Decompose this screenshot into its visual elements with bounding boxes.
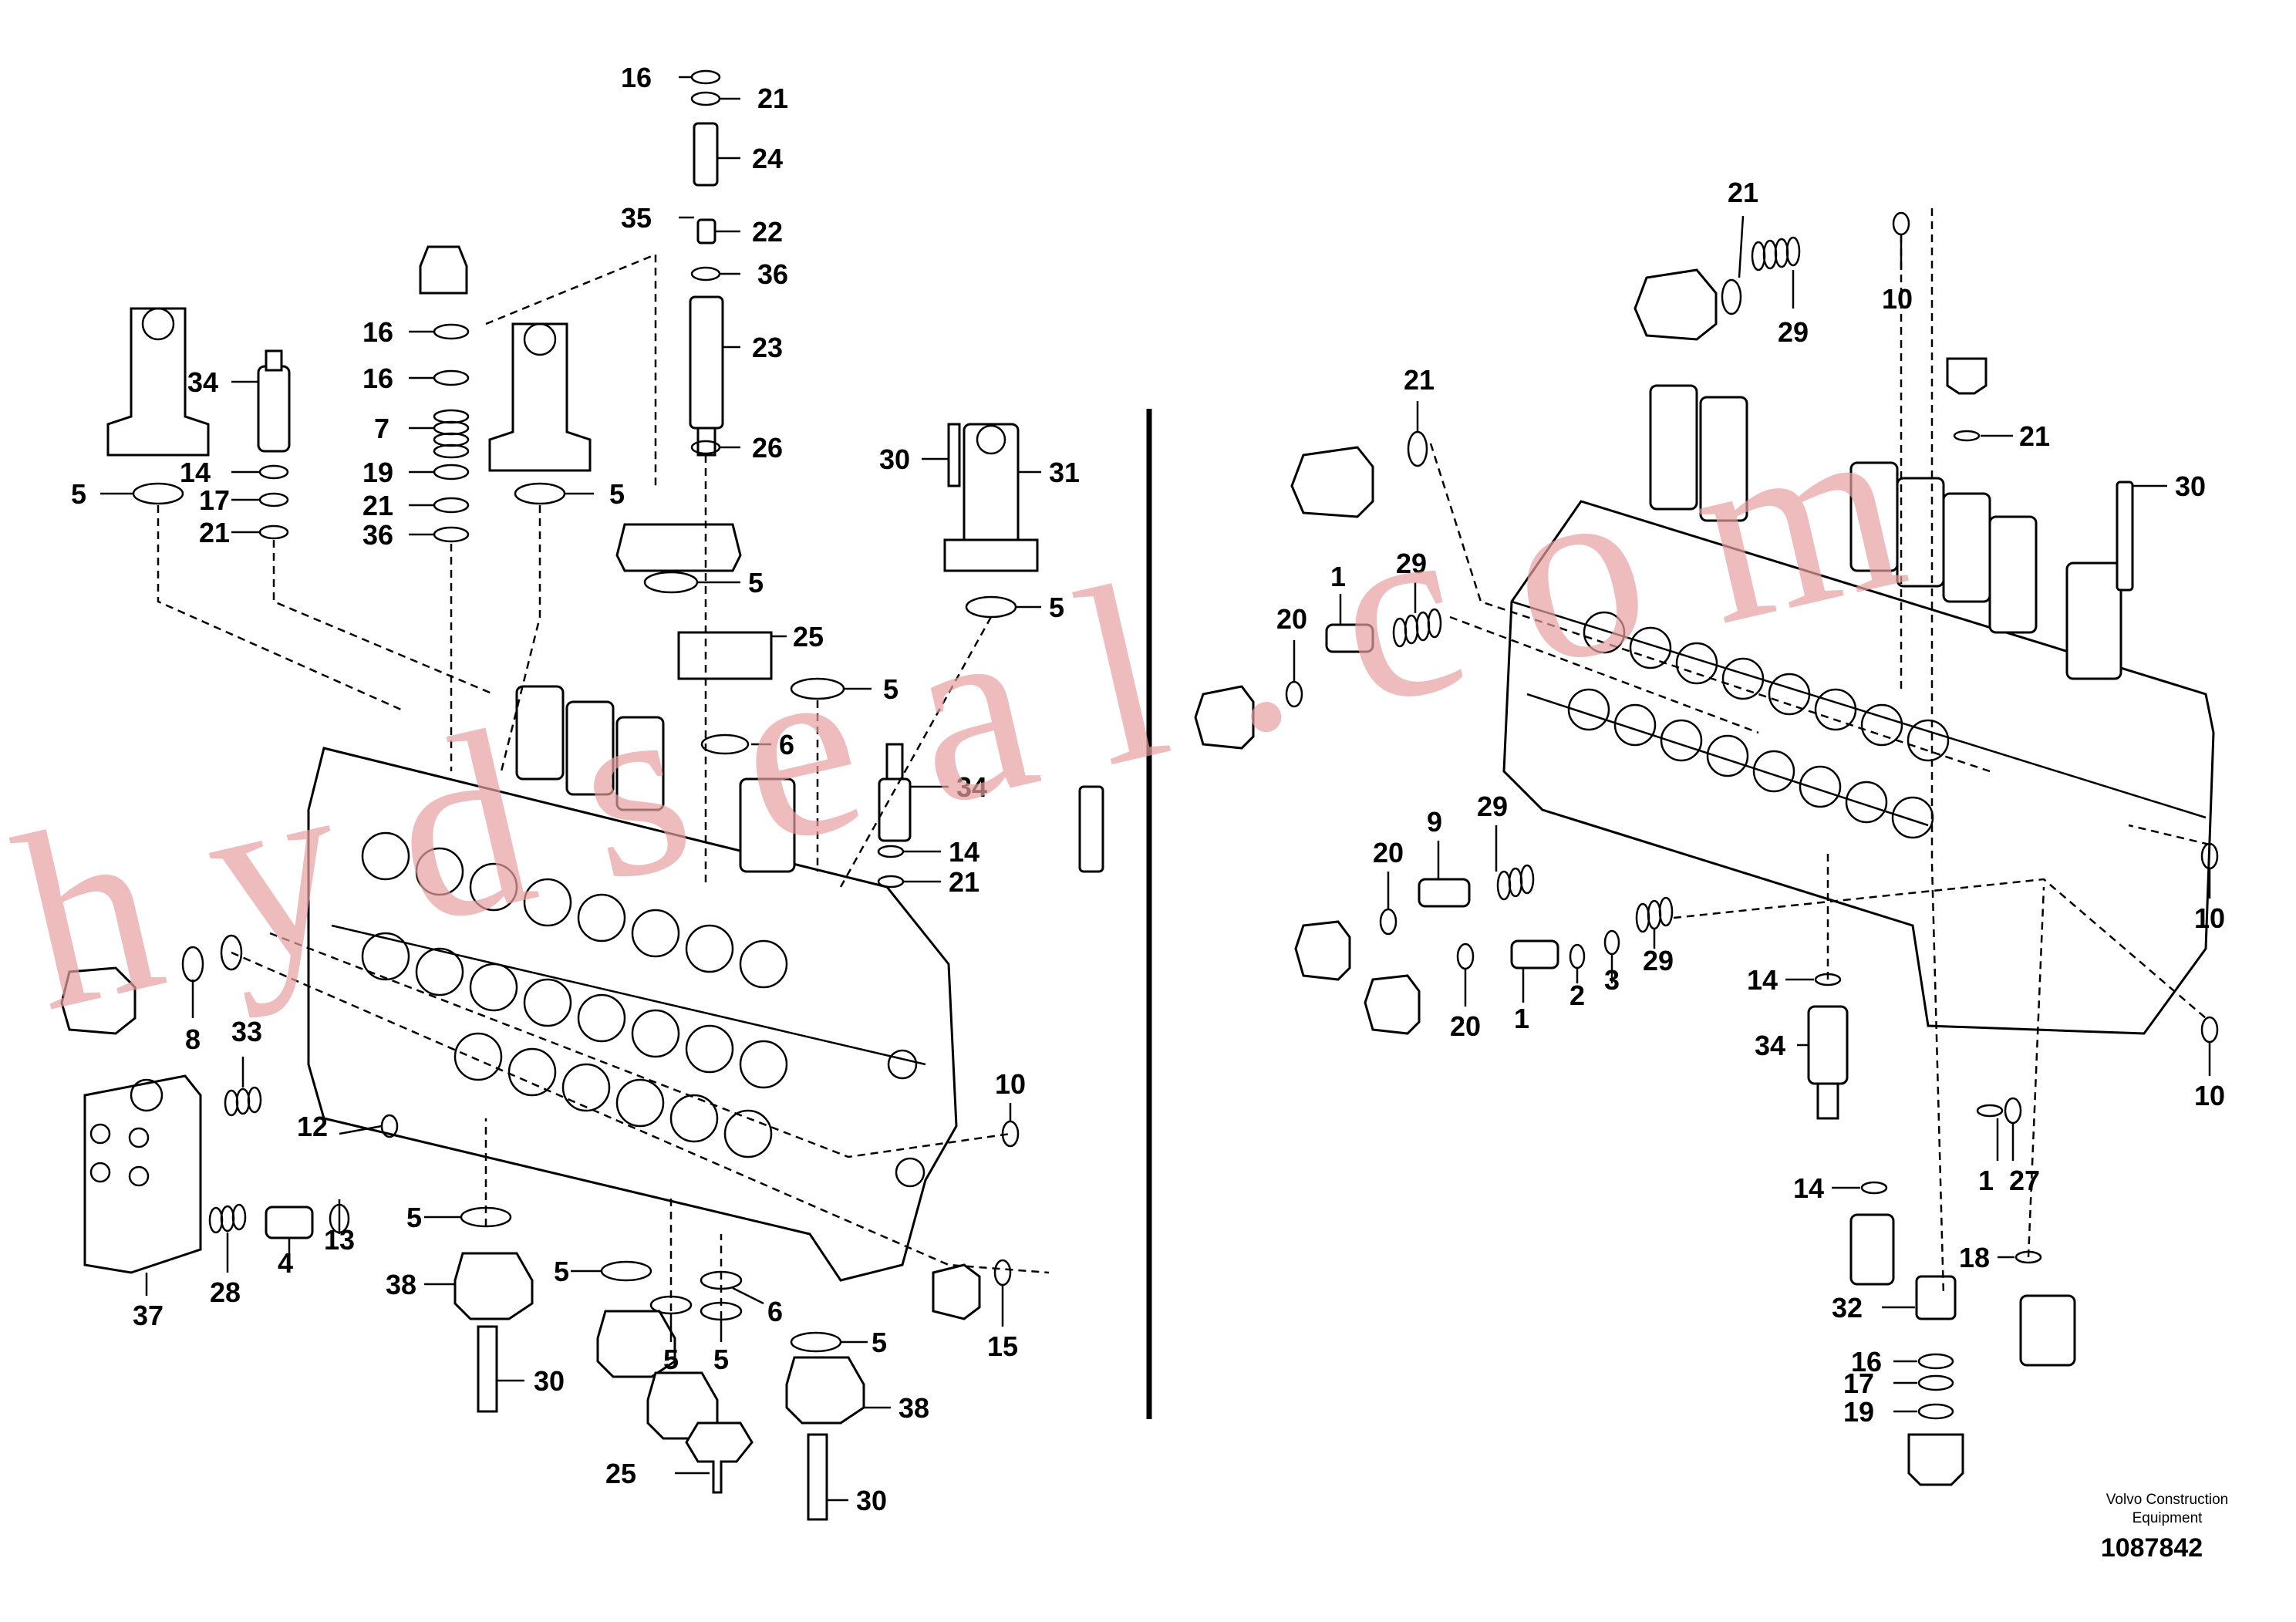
label-left-4: 22	[752, 216, 783, 248]
label-right-15: 3	[1604, 964, 1620, 996]
label-left-25: 5	[883, 673, 899, 705]
label-right-19: 34	[1755, 1030, 1785, 1061]
label-left-9: 16	[362, 363, 393, 394]
label-right-21: 14	[1793, 1172, 1824, 1204]
label-right-23: 27	[2009, 1165, 2040, 1196]
label-left-41: 5	[554, 1256, 569, 1287]
label-left-11: 19	[362, 457, 393, 488]
label-left-14: 34	[187, 366, 218, 398]
label-left-29: 21	[949, 866, 979, 898]
label-right-7: 1	[1330, 561, 1346, 592]
label-left-46: 5	[872, 1327, 887, 1358]
label-left-13: 36	[362, 519, 393, 551]
label-left-1: 21	[757, 83, 788, 114]
label-right-28: 19	[1843, 1396, 1874, 1428]
label-left-49: 15	[987, 1330, 1018, 1362]
label-right-1: 29	[1778, 316, 1809, 348]
label-right-5: 30	[2175, 470, 2206, 502]
label-right-26: 16	[1851, 1346, 1882, 1378]
label-left-38: 5	[406, 1202, 422, 1233]
label-left-3: 35	[621, 202, 652, 234]
label-left-10: 7	[374, 413, 389, 444]
label-left-17: 21	[199, 517, 230, 548]
label-left-36: 37	[133, 1300, 164, 1331]
label-left-31: 33	[231, 1016, 262, 1047]
label-left-6: 23	[752, 332, 783, 363]
label-left-23: 5	[748, 567, 764, 599]
label-right-6: 20	[1276, 603, 1307, 635]
label-left-5: 36	[757, 258, 788, 290]
label-right-25: 32	[1832, 1292, 1863, 1324]
label-left-20: 30	[879, 443, 910, 475]
label-left-34: 4	[278, 1247, 293, 1279]
label-left-35: 28	[210, 1276, 241, 1308]
label-left-2: 24	[752, 143, 783, 174]
label-left-45: 25	[605, 1458, 636, 1489]
credit-line-1: Volvo Construction	[2106, 1492, 2228, 1508]
label-left-26: 6	[779, 729, 794, 760]
label-left-15: 14	[180, 457, 211, 488]
right-valve-assembly	[1194, 208, 2219, 1486]
label-left-47: 38	[899, 1392, 929, 1424]
label-left-32: 12	[297, 1111, 328, 1142]
label-right-24: 18	[1959, 1242, 1990, 1273]
label-right-17: 10	[2194, 902, 2225, 934]
label-left-30: 8	[185, 1023, 201, 1055]
label-left-0: 16	[621, 62, 652, 93]
label-left-33: 13	[324, 1224, 355, 1256]
label-right-2: 10	[1882, 283, 1913, 315]
label-right-20: 10	[2194, 1080, 2225, 1111]
label-left-39: 38	[386, 1269, 416, 1300]
label-right-27: 17	[1843, 1367, 1874, 1399]
label-right-14: 2	[1569, 980, 1585, 1011]
label-left-16: 17	[199, 484, 230, 516]
part-labels: 16 21 24 35 22 36 23 26 16 16 7 19 21 36…	[71, 62, 2225, 1516]
document-number: 1087842	[2101, 1533, 2203, 1563]
label-right-18: 14	[1747, 964, 1778, 996]
label-left-7: 26	[752, 432, 783, 464]
label-right-4: 21	[2019, 420, 2050, 452]
label-right-0: 21	[1728, 177, 1758, 208]
label-left-28: 14	[949, 836, 979, 868]
label-left-24: 25	[793, 621, 824, 653]
label-right-16: 29	[1643, 945, 1674, 976]
label-left-27: 34	[956, 771, 987, 803]
label-left-18: 5	[71, 478, 86, 510]
label-right-13: 1	[1514, 1003, 1529, 1034]
label-left-19: 5	[609, 478, 625, 510]
label-right-22: 1	[1978, 1165, 1994, 1196]
label-left-22: 5	[1049, 592, 1064, 623]
label-left-8: 16	[362, 316, 393, 348]
label-left-37: 10	[995, 1068, 1026, 1100]
label-left-43: 6	[767, 1296, 783, 1327]
label-right-12: 20	[1450, 1010, 1481, 1042]
label-right-3: 21	[1404, 364, 1435, 396]
credit-line-2: Equipment	[2132, 1510, 2203, 1526]
label-right-11: 29	[1477, 791, 1508, 822]
label-right-9: 20	[1373, 837, 1404, 868]
label-right-8: 29	[1396, 548, 1427, 579]
left-valve-assembly	[60, 69, 1104, 1521]
label-right-10: 9	[1427, 806, 1442, 838]
label-left-40: 30	[534, 1365, 565, 1397]
label-left-12: 21	[362, 490, 393, 521]
label-left-42: 5	[663, 1344, 679, 1375]
label-left-48: 30	[856, 1485, 887, 1516]
label-left-21: 31	[1049, 457, 1080, 488]
label-left-44: 5	[713, 1344, 729, 1375]
